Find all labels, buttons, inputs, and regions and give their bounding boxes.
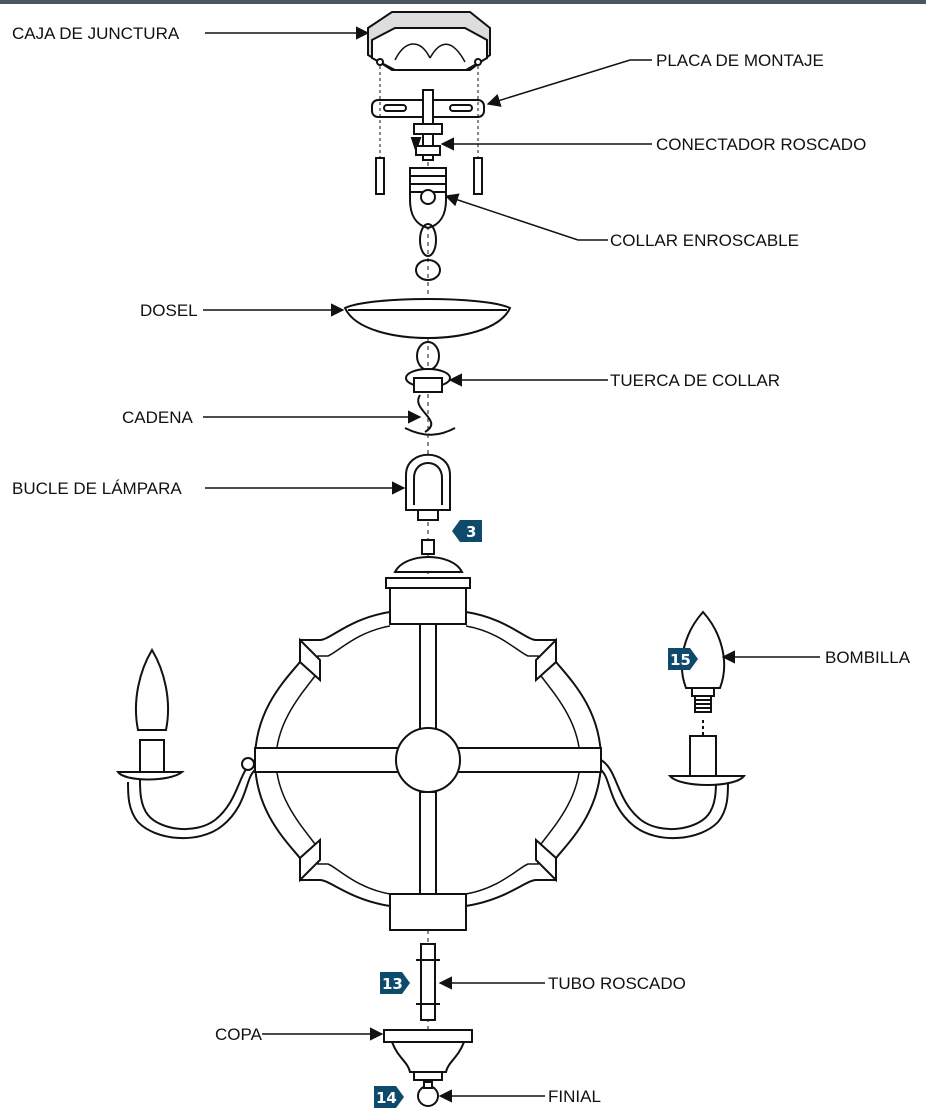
- label-mounting-plate: PLACA DE MONTAJE: [656, 51, 824, 70]
- leader-screw-collar: [444, 193, 608, 241]
- chain-upper: [415, 223, 441, 281]
- label-canopy: DOSEL: [140, 301, 198, 320]
- chandelier-body-drawing: [253, 539, 603, 931]
- leader-mounting-plate: [486, 59, 652, 107]
- label-chain: CADENA: [122, 408, 194, 427]
- right-arm-drawing: [600, 720, 747, 839]
- leader-lines: [203, 26, 820, 1103]
- collar-nut-drawing: [404, 341, 456, 436]
- left-arm-drawing: [116, 648, 256, 839]
- svg-text:13: 13: [382, 975, 403, 993]
- label-cup: COPA: [215, 1025, 263, 1044]
- label-junction-box: CAJA DE JUNCTURA: [12, 24, 180, 43]
- mounting-screws: [375, 137, 483, 195]
- svg-text:15: 15: [670, 651, 691, 669]
- lamp-loop-drawing: [405, 453, 451, 521]
- canopy-drawing: [343, 298, 512, 340]
- threaded-tube-drawing: [416, 943, 440, 1021]
- junction-box-drawing: [367, 11, 491, 71]
- label-lamp-loop: BUCLE DE LÁMPARA: [12, 479, 182, 498]
- badge-lamp-loop-step: 3: [452, 520, 482, 542]
- label-screw-collar: COLLAR ENROSCABLE: [610, 231, 799, 250]
- threaded-connector-drawing: [413, 89, 443, 161]
- badge-finial-step: 14: [374, 1086, 404, 1108]
- cup-drawing: [383, 1029, 473, 1081]
- top-rule: [0, 0, 926, 4]
- finial-drawing: [417, 1081, 439, 1107]
- label-bulb: BOMBILLA: [825, 648, 911, 667]
- svg-text:14: 14: [376, 1089, 397, 1107]
- svg-text:3: 3: [466, 523, 476, 541]
- label-threaded-connector: CONECTADOR ROSCADO: [656, 135, 866, 154]
- bulb-drawing: [680, 610, 726, 713]
- label-threaded-tube: TUBO ROSCADO: [548, 974, 686, 993]
- badge-bulb-step: 15: [668, 648, 698, 670]
- badge-threaded-tube-step: 13: [380, 972, 410, 994]
- label-finial: FINIAL: [548, 1087, 601, 1106]
- label-collar-nut: TUERCA DE COLLAR: [610, 371, 780, 390]
- screw-collar-drawing: [409, 167, 447, 230]
